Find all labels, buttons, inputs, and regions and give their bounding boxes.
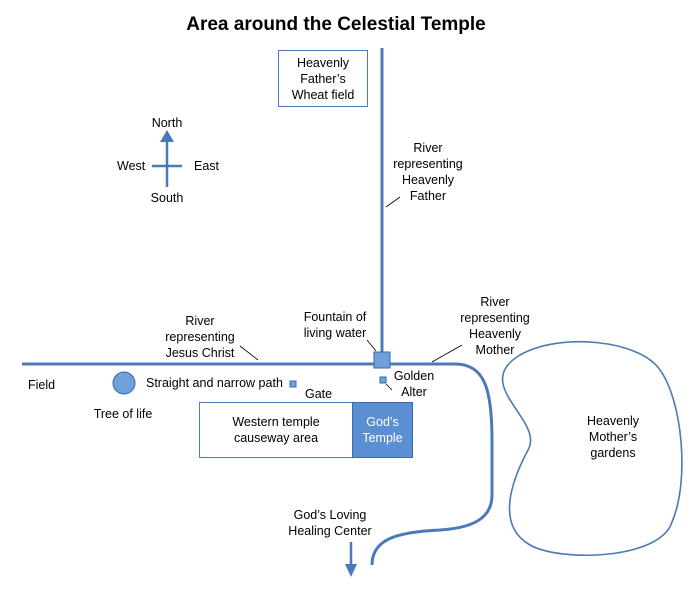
- leader-golden-alter: [385, 383, 393, 391]
- diagram-title: Area around the Celestial Temple: [186, 14, 486, 35]
- golden-alter-marker: [379, 376, 387, 384]
- gate-marker: [289, 380, 297, 388]
- mothers-gardens-label: Heavenly Mother’s gardens: [586, 414, 640, 460]
- river-mother-label: River representing Heavenly Mother: [460, 295, 530, 357]
- tree-of-life-label: Tree of life: [93, 407, 153, 421]
- leader-river-father: [385, 196, 401, 208]
- healing-center-label: God’s Loving Healing Center: [288, 508, 372, 538]
- leader-river-mother: [431, 344, 463, 363]
- compass-north-label: North: [151, 116, 183, 130]
- golden-alter-label: Golden Alter: [393, 369, 435, 399]
- tree-of-life-circle: [112, 371, 136, 395]
- path-label: Straight and narrow path: [146, 376, 283, 390]
- causeway-box: Western temple causeway area: [199, 402, 353, 458]
- temple-box: God’s Temple: [352, 402, 413, 458]
- field-label: Field: [28, 378, 56, 392]
- leader-fountain: [366, 339, 377, 352]
- wheat-field-box: Heavenly Father’s Wheat field: [278, 50, 368, 107]
- fountain-label: Fountain of living water: [303, 310, 367, 340]
- compass-icon: [152, 130, 182, 187]
- river-father-label: River representing Heavenly Father: [393, 141, 463, 203]
- fountain-square: [373, 351, 391, 369]
- compass-east-label: East: [194, 159, 220, 173]
- river-mother-line: [370, 362, 494, 566]
- compass-west-label: West: [117, 159, 146, 173]
- gate-label: Gate: [305, 387, 333, 401]
- mothers-gardens-outline: [501, 340, 683, 556]
- river-jesus-label: River representing Jesus Christ: [165, 314, 235, 360]
- compass-south-label: South: [150, 191, 184, 205]
- leader-river-jesus: [239, 345, 259, 361]
